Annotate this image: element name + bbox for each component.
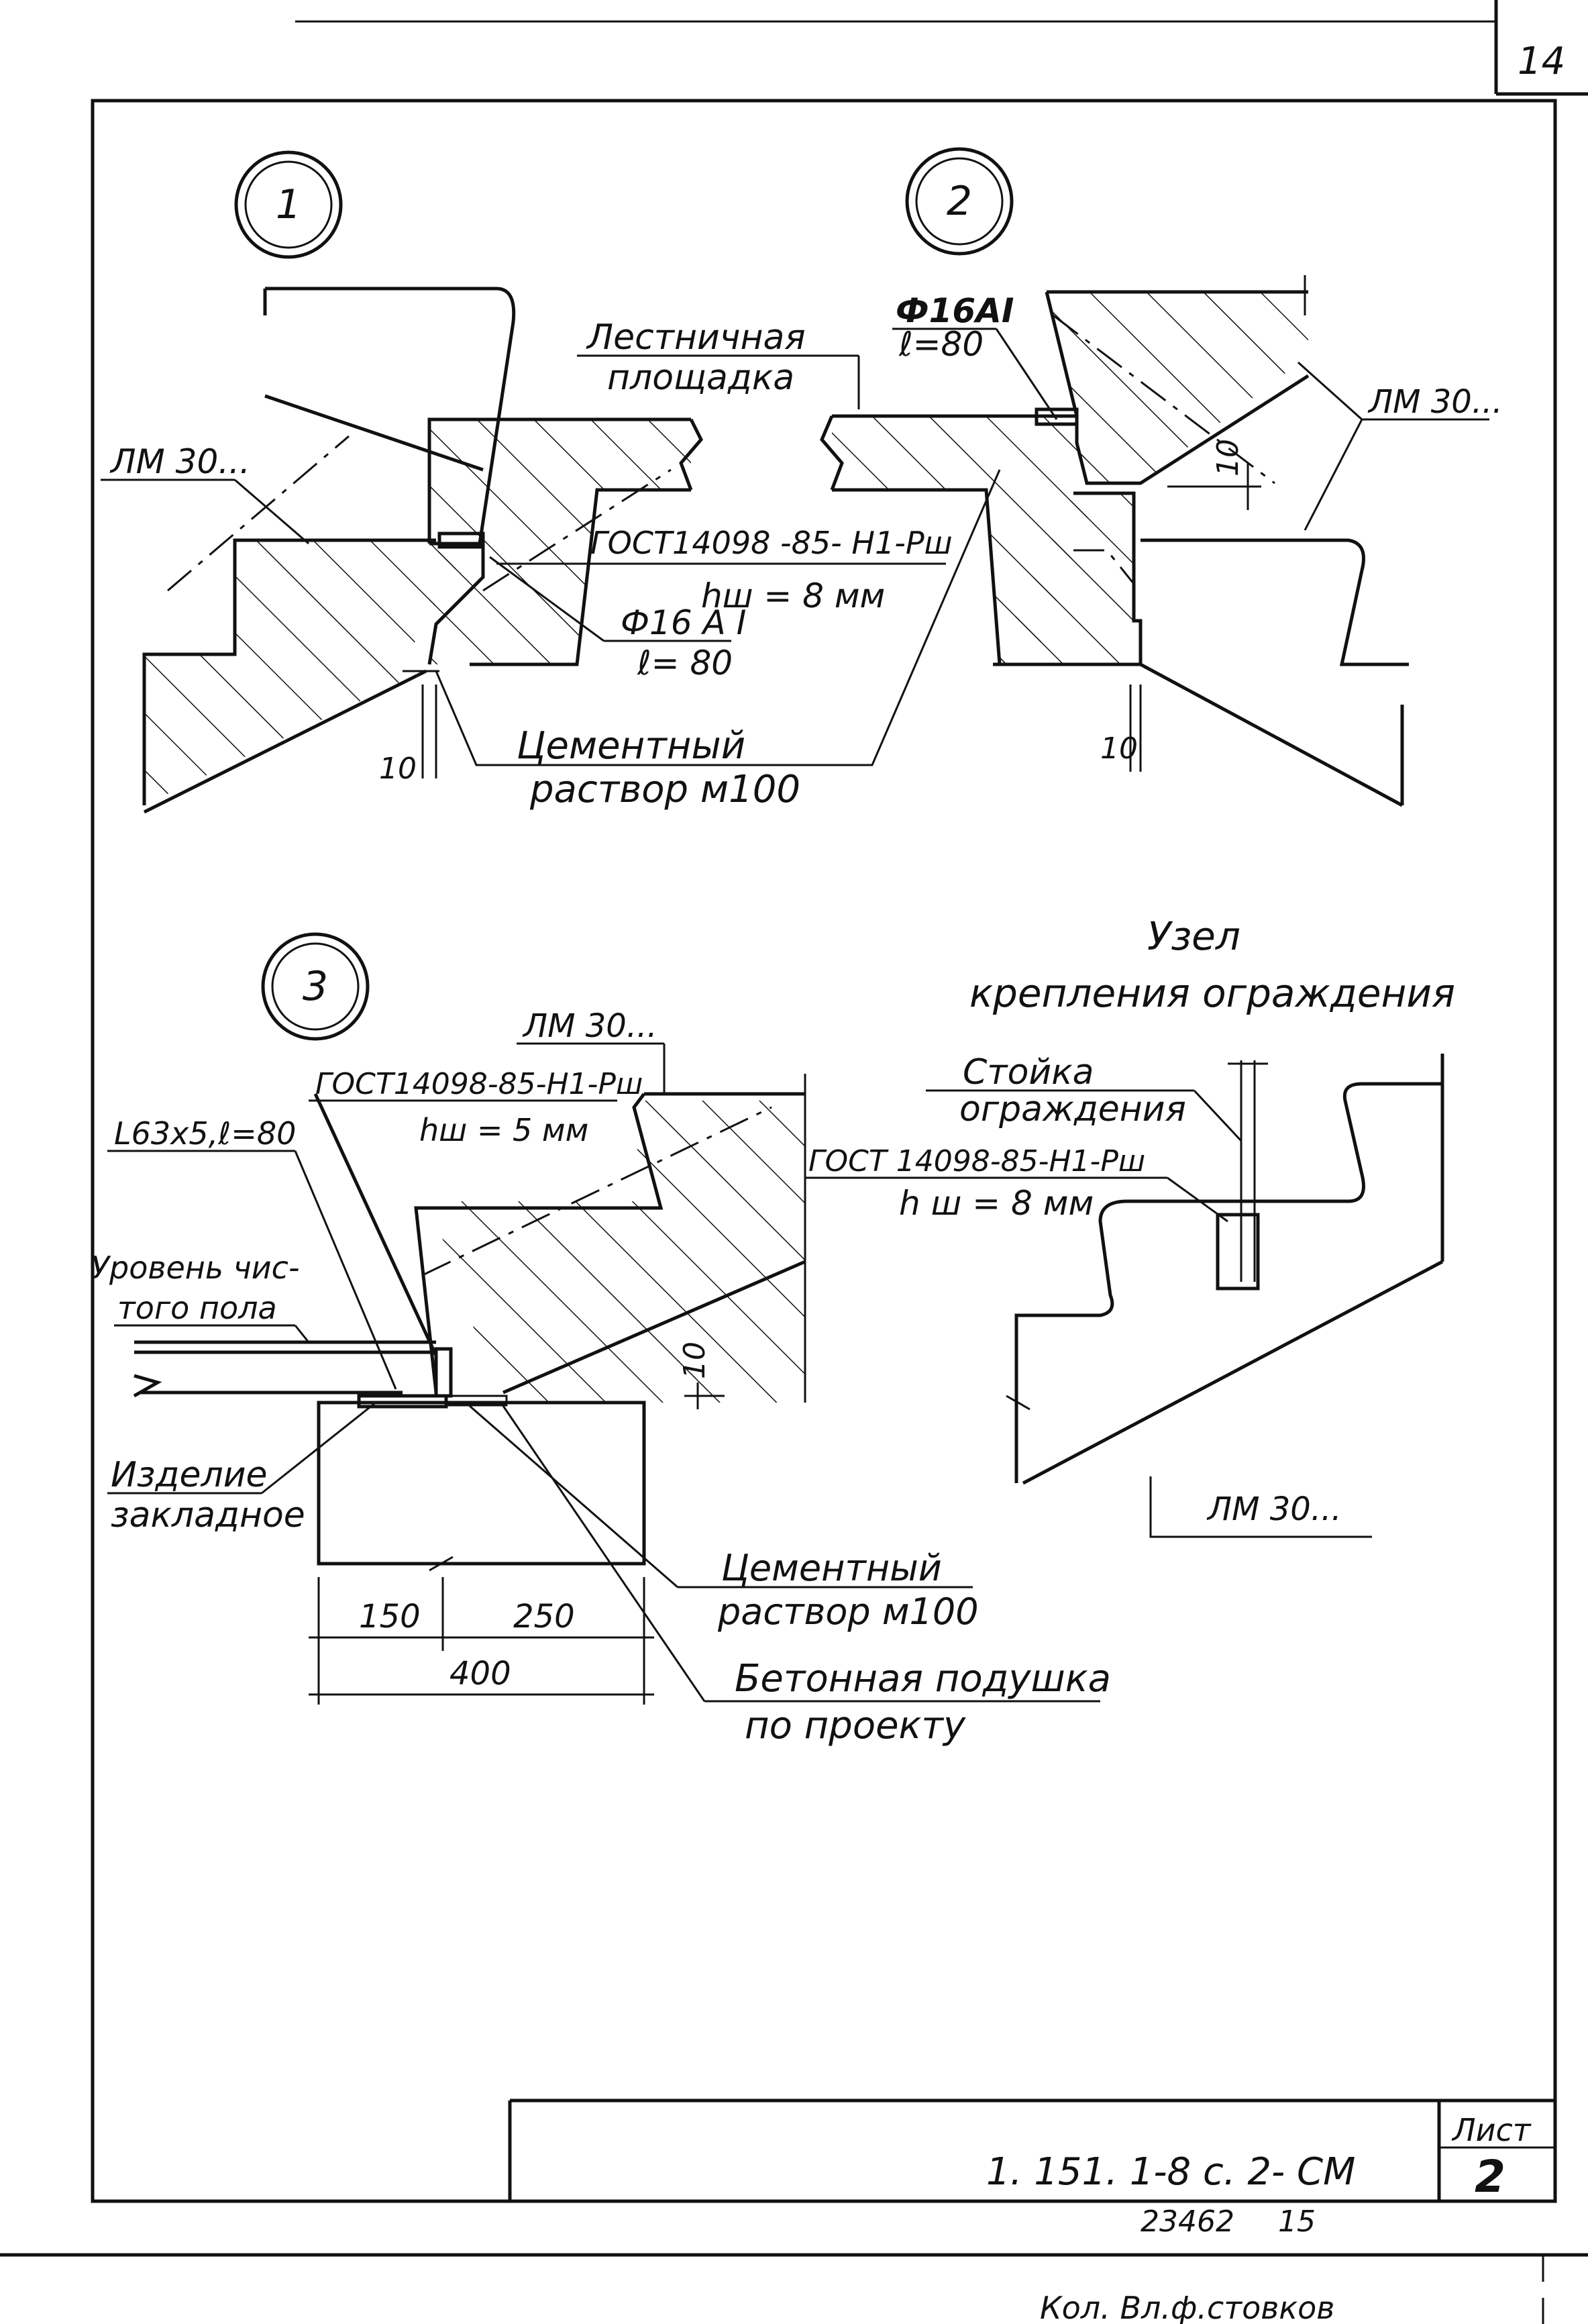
railing-title-2: крепления ограждения xyxy=(969,970,1455,1016)
node-3-pad-label-2: по проекту xyxy=(745,1704,966,1748)
node-3-marker xyxy=(261,932,370,1041)
node-3-dim-150: 150 xyxy=(359,1598,421,1635)
node-2-rebar-length: ℓ=80 xyxy=(898,325,984,364)
node-2-lm-label: ЛМ 30... xyxy=(1367,383,1503,421)
node-1-rebar-length: ℓ= 80 xyxy=(637,644,733,683)
node-3-dim-10: 10 xyxy=(678,1342,712,1379)
node-3-number: 3 xyxy=(303,963,328,1010)
node-2-marker xyxy=(905,147,1014,256)
railing-post-2: ограждения xyxy=(959,1089,1186,1129)
title-block xyxy=(508,2099,1555,2201)
node-3-lm-label: ЛМ 30... xyxy=(522,1007,657,1045)
node-3-weld-label: ГОСТ14098-85-Н1-Рш xyxy=(315,1067,643,1101)
node-1-weld-size: hш = 8 мм xyxy=(701,576,885,615)
node-1-mortar-1: Цементный xyxy=(517,724,745,768)
footer-number-2: 15 xyxy=(1278,2205,1316,2239)
node-2-geometry xyxy=(820,275,1409,807)
page-number: 14 xyxy=(1518,40,1565,83)
node-2-number: 2 xyxy=(947,178,972,225)
node-1-number: 1 xyxy=(276,181,301,228)
node-1-marker xyxy=(234,150,343,259)
railing-lm-label: ЛМ 30... xyxy=(1206,1491,1342,1528)
node-3-embed-label-1: Изделие xyxy=(111,1455,268,1495)
node-1-dim-gap: 10 xyxy=(379,752,417,786)
node-3-embed-label-2: закладное xyxy=(111,1495,305,1535)
node-3-angle-label: L63х5,ℓ=80 xyxy=(114,1115,296,1152)
node-3-mortar-2: раствор м100 xyxy=(717,1590,979,1633)
node-3-dim-400: 400 xyxy=(449,1655,511,1693)
node-3-floor-label-2: того пола xyxy=(117,1290,277,1326)
node-2-dim-gap-right: 10 xyxy=(1211,439,1245,476)
node-1-landing-label-1: Лестничная xyxy=(586,317,806,358)
node-2-dim-gap-bottom: 10 xyxy=(1100,731,1138,766)
node-2-rebar-label: Ф16АI xyxy=(896,291,1014,330)
node-1-rebar-label: Ф16 А I xyxy=(621,603,746,642)
node-1-weld-label: ГОСТ14098 -85- Н1-Рш xyxy=(590,525,953,561)
document-code: 1. 151. 1-8 с. 2- СМ xyxy=(986,2150,1355,2194)
footer-number: 23462 xyxy=(1141,2205,1234,2239)
footer-text: Кол. Вл.ф.стовков xyxy=(1040,2290,1334,2324)
railing-post-1: Стойка xyxy=(963,1052,1094,1093)
node-3-mortar-1: Цементный xyxy=(721,1547,942,1589)
node-3-geometry xyxy=(133,1074,806,1705)
sheet-label: Лист xyxy=(1451,2112,1532,2148)
node-1-mortar-2: раствор м100 xyxy=(529,768,800,811)
railing-weld-size: h ш = 8 мм xyxy=(899,1184,1094,1223)
node-3-weld-size: hш = 5 мм xyxy=(419,1112,588,1148)
node-3-dim-250: 250 xyxy=(513,1598,575,1635)
railing-title-1: Узел xyxy=(1147,913,1240,959)
node-3-pad-label-1: Бетонная подушка xyxy=(735,1657,1111,1701)
railing-geometry xyxy=(1006,1054,1444,1538)
node-3-floor-label-1: Уровень чис- xyxy=(91,1250,300,1286)
node-1-landing-label-2: площадка xyxy=(607,358,794,398)
sheet-number: 2 xyxy=(1475,2151,1505,2203)
node-1-geometry xyxy=(142,287,703,814)
node-1-lm-label: ЛМ 30... xyxy=(109,442,250,481)
railing-weld-label: ГОСТ 14098-85-Н1-Рш xyxy=(808,1144,1145,1178)
